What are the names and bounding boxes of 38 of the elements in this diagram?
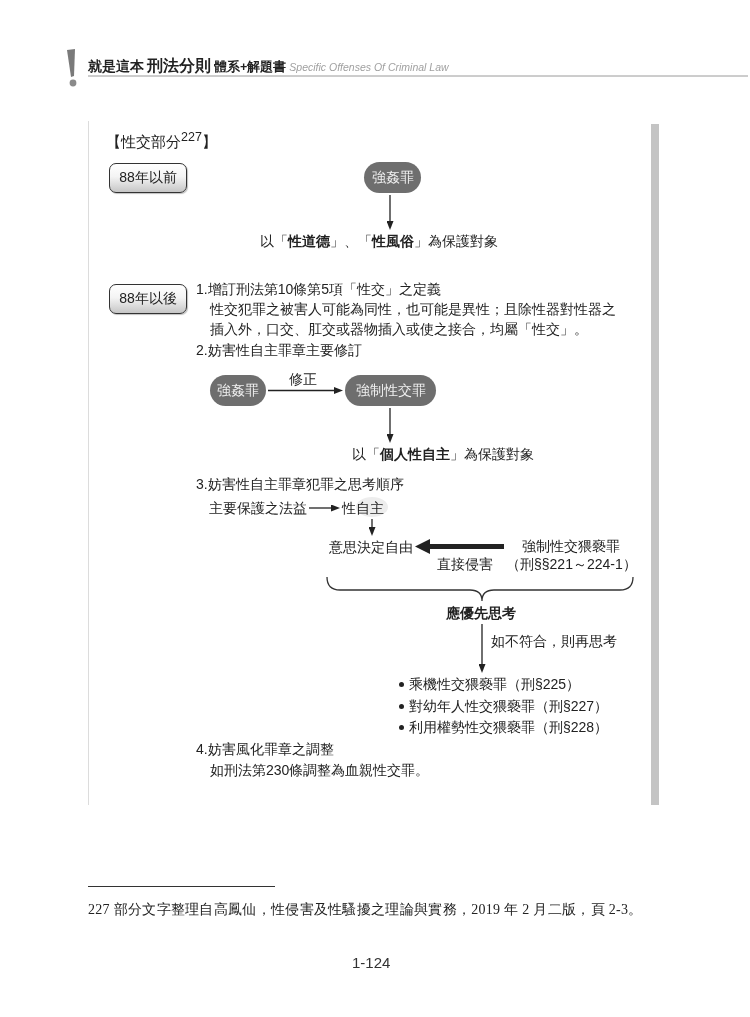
header-title: 刑法分則 xyxy=(147,56,211,76)
arrow xyxy=(368,518,376,536)
arrow xyxy=(415,539,504,554)
arrow xyxy=(308,504,340,512)
pill-box: 強制性交罪 xyxy=(345,375,436,406)
edge-label: 如不符合，則再思考 xyxy=(489,632,619,650)
header-subtitle: Specific Offenses Of Criminal Law xyxy=(289,61,449,73)
arrow xyxy=(386,407,394,443)
numbered-heading: 2.妨害性自主罪章主要修訂 xyxy=(196,341,362,359)
pill-box: 強姦罪 xyxy=(364,162,421,193)
page-number: 1-124 xyxy=(352,954,391,972)
flow-text: 應優先思考 xyxy=(446,604,516,622)
header-title: 體系+解題書 xyxy=(214,59,287,76)
footnote: 227 部分文字整理自高鳳仙，性侵害及性騷擾之理論與實務，2019 年 2 月二版，頁 2-3。 xyxy=(88,901,643,919)
list-item: 乘機性交猥褻罪（刑§225） xyxy=(409,675,581,693)
pill-box: 強姦罪 xyxy=(210,375,266,406)
flow-text: 性自主 xyxy=(342,499,384,517)
flow-text: 以「性道德」、「性風俗」為保護對象 xyxy=(260,232,498,250)
flow-text: 強制性交猥褻罪 （刑§§221～224-1） xyxy=(506,537,637,573)
body-text: 如刑法第230條調整為血親性交罪。 xyxy=(210,761,430,779)
arrow xyxy=(478,623,486,673)
numbered-heading: 1.增訂刑法第10條第5項「性交」之定義 xyxy=(196,280,442,298)
year-tag: 88年以前 xyxy=(109,163,187,193)
header-title: 就是這本 xyxy=(88,58,144,76)
flow-text: 以「個人性自主」為保護對象 xyxy=(352,445,534,463)
list-item: 利用權勢性交猥褻罪（刑§228） xyxy=(409,718,609,736)
numbered-heading: 4.妨害風化罪章之調整 xyxy=(196,740,334,758)
body-text: 性交犯罪之被害人可能為同性，也可能是異性；且除性器對性器之插入外，口交、肛交或器物插入或使之接合，均屬「性交」。 xyxy=(210,300,617,339)
section-heading: 【性交部分$^{227}$】 xyxy=(106,129,217,151)
edge-label: 直接侵害 xyxy=(435,555,495,573)
flow-text: 意思決定自由 xyxy=(329,538,413,556)
year-tag: 88年以後 xyxy=(109,284,187,314)
list-item: 對幼年人性交猥褻罪（刑§227） xyxy=(409,696,609,715)
edge-label: 修正 xyxy=(287,370,319,388)
numbered-heading: 3.妨害性自主罪章犯罪之思考順序 xyxy=(196,475,404,493)
arrow xyxy=(267,387,343,394)
arrow xyxy=(386,194,394,230)
flow-text: 主要保護之法益 xyxy=(209,499,307,517)
